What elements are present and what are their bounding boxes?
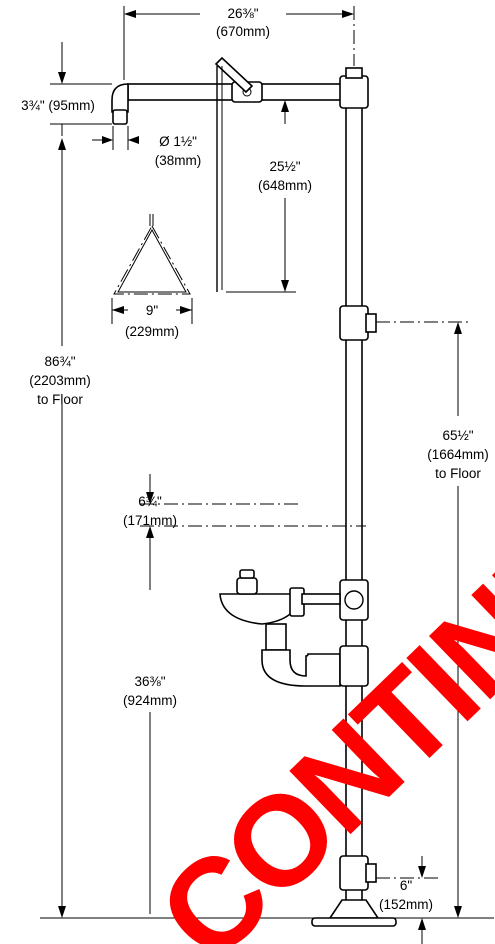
- shower-height-metric: (2203mm): [29, 373, 91, 388]
- triangle-handle: [113, 224, 191, 295]
- pull-rod-imperial: 25½": [269, 159, 300, 174]
- pull-rod-metric: (648mm): [258, 178, 312, 193]
- discontinued-watermark: CONTINU: [132, 500, 495, 944]
- drain-pipe: [265, 623, 287, 651]
- shower-equipment: [111, 56, 397, 927]
- overall-width-metric: (670mm): [216, 24, 270, 39]
- shower-height-imperial: 86¾": [44, 354, 75, 369]
- valve-lever: [214, 56, 254, 94]
- triangle-width-imperial: 9": [146, 303, 159, 318]
- head-diameter-metric: (38mm): [155, 153, 202, 168]
- bowl-height-metric: (171mm): [123, 513, 177, 528]
- drain-trap: [261, 649, 341, 687]
- dimension-labels: 26⅜" (670mm) 3¾" (95mm) Ø 1½" (38mm) 25½…: [21, 6, 489, 912]
- shower-height-note: to Floor: [37, 392, 83, 407]
- watermark-text: CONTINU: [132, 500, 495, 944]
- top-tee-fitting: [339, 75, 369, 109]
- top-cap: [345, 67, 363, 79]
- eyewash-height-metric: (924mm): [123, 693, 177, 708]
- valve-height-metric: (1664mm): [427, 447, 489, 462]
- eyewash-bowl: [219, 593, 301, 625]
- shower-head-elbow: [111, 83, 129, 113]
- dimension-lines: [40, 6, 494, 944]
- bowl-height-imperial: 6¾": [138, 494, 162, 509]
- eyewash-height-imperial: 36⅜": [134, 674, 165, 689]
- base-height-metric: (152mm): [379, 897, 433, 912]
- pull-triangle: [113, 214, 191, 295]
- head-drop-label: 3¾" (95mm): [21, 98, 95, 113]
- floor-flange: [328, 899, 380, 919]
- triangle-width-metric: (229mm): [125, 324, 179, 339]
- eyewash-tee-fitting: [339, 579, 369, 621]
- eyewash-head: [236, 577, 258, 595]
- valve-height-note: to Floor: [435, 466, 481, 481]
- valve-height-imperial: 65½": [442, 428, 473, 443]
- mid-tee-fitting: [339, 305, 369, 341]
- overall-width-imperial: 26⅜": [227, 6, 258, 21]
- shower-head-nozzle: [112, 109, 128, 125]
- base-height-imperial: 6": [400, 878, 413, 893]
- head-diameter-imperial: Ø 1½": [159, 134, 197, 149]
